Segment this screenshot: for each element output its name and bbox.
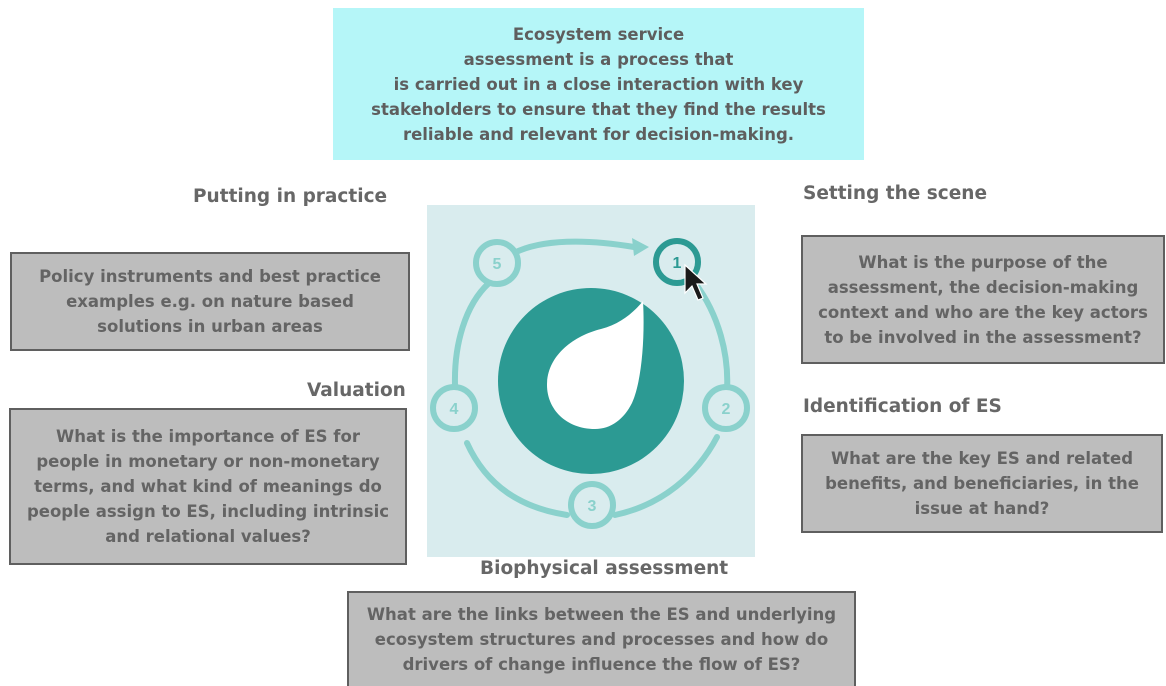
ring-arc bbox=[451, 280, 492, 388]
box-line: issue at hand? bbox=[914, 499, 1050, 518]
valuation-box: What is the importance of ES for people … bbox=[9, 408, 407, 565]
step-5-label: 5 bbox=[493, 256, 502, 273]
box-line: to be involved in the assessment? bbox=[824, 327, 1142, 347]
box-line: context and who are the key actors bbox=[818, 302, 1148, 322]
box-line: ecosystem structures and processes and h… bbox=[374, 630, 829, 649]
ring-arc bbox=[464, 440, 570, 518]
box-line: What is the importance of ES for bbox=[56, 427, 360, 446]
intro-line: Ecosystem service bbox=[512, 24, 685, 44]
step-4-label: 4 bbox=[450, 401, 459, 418]
heading-identification: Identification of ES bbox=[803, 396, 1002, 417]
setting-the-scene-box: What is the purpose of the assessment, t… bbox=[801, 235, 1165, 364]
box-line: terms, and what kind of meanings do bbox=[34, 477, 382, 496]
step-3-label: 3 bbox=[588, 498, 597, 515]
box-line: What are the links between the ES and un… bbox=[366, 605, 837, 624]
step-4-marker: 4 bbox=[430, 384, 478, 432]
box-line: drivers of change influence the flow of … bbox=[402, 655, 801, 674]
mouse-pointer-icon bbox=[684, 263, 708, 301]
water-drop-icon bbox=[547, 301, 644, 429]
arrow-head bbox=[632, 238, 649, 256]
intro-line: is carried out in a close interaction wi… bbox=[393, 74, 804, 94]
step-5-marker: 5 bbox=[473, 239, 521, 287]
box-line: people in monetary or non-monetary bbox=[36, 452, 380, 471]
step-2-label: 2 bbox=[722, 401, 731, 418]
ring-arc bbox=[511, 238, 637, 256]
box-line: and relational values? bbox=[105, 527, 311, 546]
box-line: What is the purpose of the bbox=[858, 252, 1108, 272]
intro-box: Ecosystem service assessment is a proces… bbox=[333, 8, 864, 160]
box-line: What are the key ES and related bbox=[830, 449, 1134, 468]
step-2-marker: 2 bbox=[702, 384, 750, 432]
box-line: examples e.g. on nature based bbox=[66, 292, 354, 311]
putting-in-practice-box: Policy instruments and best practice exa… bbox=[10, 252, 410, 351]
ring-arc bbox=[692, 280, 731, 393]
step-3-marker: 3 bbox=[568, 481, 616, 529]
intro-line: reliable and relevant for decision-makin… bbox=[402, 124, 795, 144]
box-line: people assign to ES, including intrinsic bbox=[26, 502, 390, 521]
heading-biophysical: Biophysical assessment bbox=[480, 558, 729, 579]
box-line: assessment, the decision-making bbox=[827, 277, 1139, 297]
biophysical-box: What are the links between the ES and un… bbox=[347, 591, 856, 686]
heading-valuation: Valuation bbox=[307, 380, 406, 401]
step-1-label: 1 bbox=[673, 255, 682, 272]
intro-line: assessment is a process that bbox=[463, 49, 734, 69]
cycle-graphic: 5 1 2 3 4 bbox=[427, 205, 755, 557]
box-line: Policy instruments and best practice bbox=[39, 267, 381, 286]
heading-putting-in-practice: Putting in practice bbox=[193, 186, 388, 207]
intro-line: stakeholders to ensure that they find th… bbox=[371, 99, 826, 119]
box-line: solutions in urban areas bbox=[97, 317, 323, 336]
box-line: benefits, and beneficiaries, in the bbox=[825, 474, 1139, 493]
heading-setting-the-scene: Setting the scene bbox=[803, 183, 987, 204]
ring-arc bbox=[612, 434, 720, 518]
identification-box: What are the key ES and related benefits… bbox=[801, 434, 1163, 533]
